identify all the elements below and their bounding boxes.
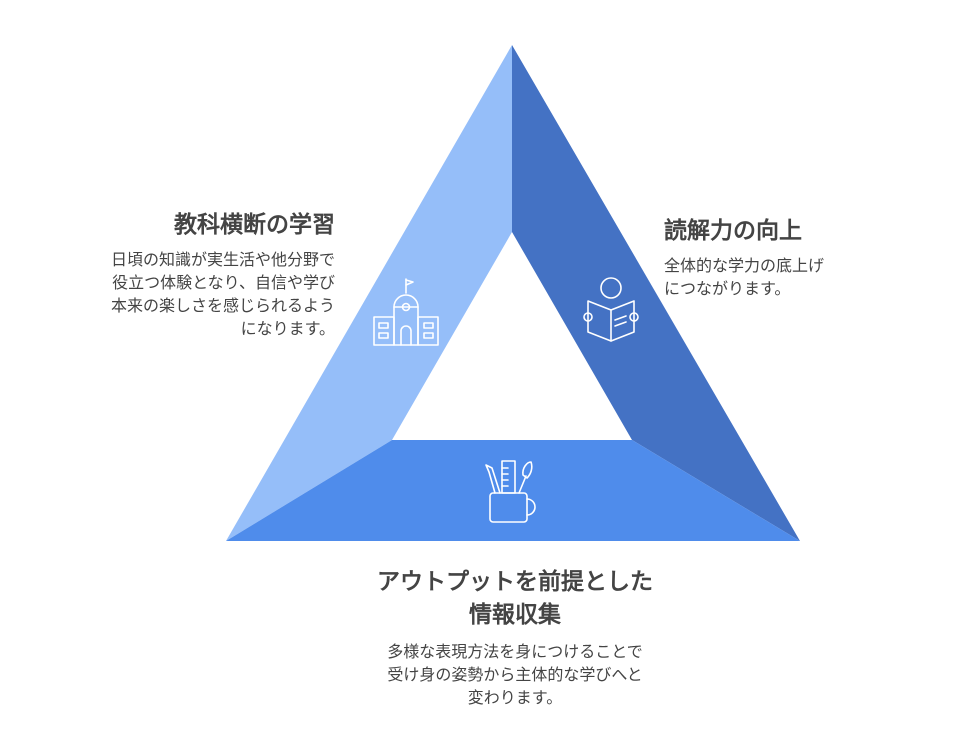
desc-line: 変わります。	[467, 688, 563, 707]
left-face	[226, 45, 512, 541]
bottom-face	[226, 440, 800, 541]
left-description: 日頃の知識が実生活や他分野で 役立つ体験となり、自信や学び 本来の楽しさを感じら…	[30, 248, 335, 340]
right-description: 全体的な学力の底上げ につながります。	[664, 254, 934, 300]
title-line: 情報収集	[469, 602, 561, 628]
right-section: 読解力の向上 全体的な学力の底上げ につながります。	[664, 216, 934, 300]
desc-line: につながります。	[664, 279, 791, 298]
desc-line: 本来の楽しさを感じられるよう	[110, 296, 335, 315]
bottom-section: アウトプットを前提とした 情報収集 多様な表現方法を身につけることで 受け身の姿…	[305, 566, 725, 709]
reading-person-icon	[583, 277, 639, 342]
left-title: 教科横断の学習	[174, 212, 335, 238]
left-section: 教科横断の学習 日頃の知識が実生活や他分野で 役立つ体験となり、自信や学び 本来…	[30, 210, 335, 340]
desc-line: 受け身の姿勢から主体的な学びへと	[387, 665, 643, 684]
desc-line: になります。	[240, 319, 335, 338]
desc-line: 役立つ体験となり、自信や学び	[112, 273, 335, 292]
pencil-cup-icon	[485, 460, 536, 523]
title-line: アウトプットを前提とした	[377, 569, 653, 595]
right-title: 読解力の向上	[664, 218, 802, 244]
right-face	[512, 45, 800, 541]
desc-line: 全体的な学力の底上げ	[664, 256, 825, 275]
desc-line: 日頃の知識が実生活や他分野で	[110, 250, 335, 269]
bottom-title: アウトプットを前提とした 情報収集	[305, 566, 725, 632]
school-building-icon	[373, 278, 439, 346]
desc-line: 多様な表現方法を身につけることで	[387, 642, 643, 661]
bottom-description: 多様な表現方法を身につけることで 受け身の姿勢から主体的な学びへと 変わります。	[305, 640, 725, 709]
